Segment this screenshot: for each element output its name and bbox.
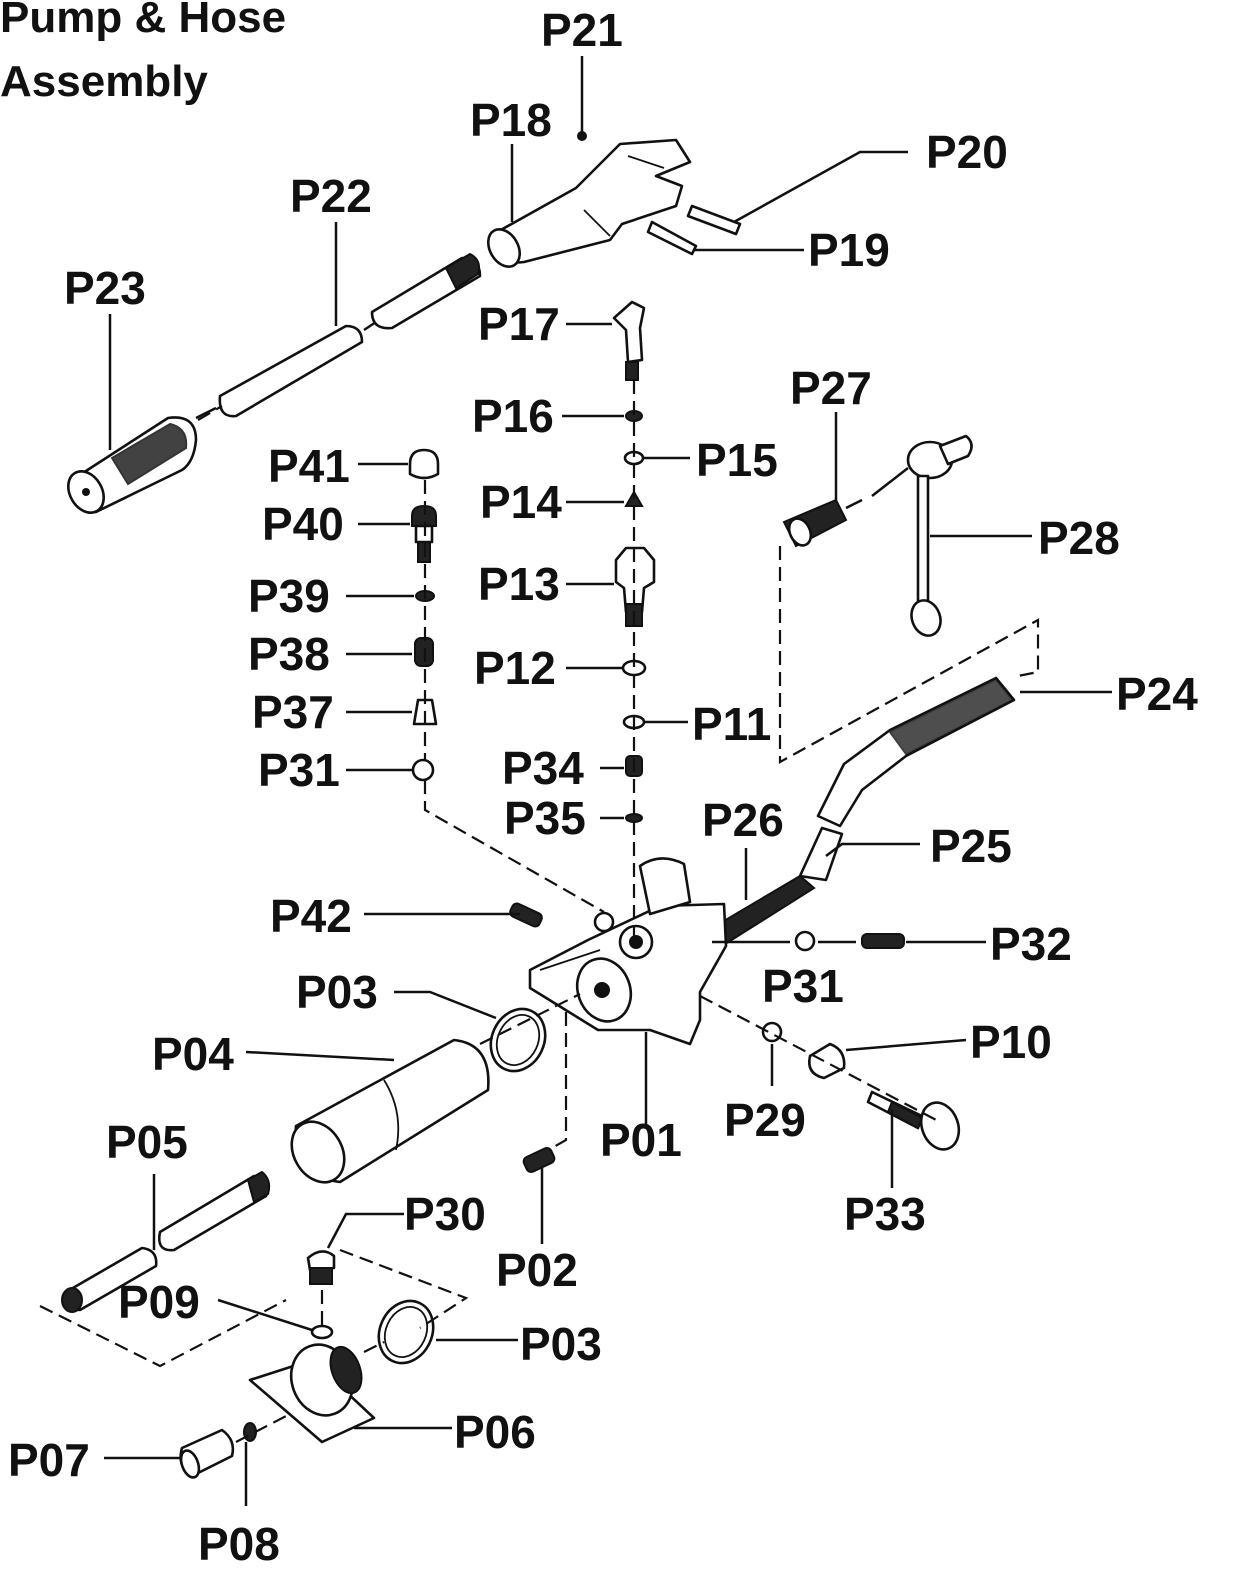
label-p06: P06: [454, 1406, 536, 1458]
label-p19: P19: [808, 224, 890, 276]
part-p17-valve-stem: [612, 300, 646, 381]
label-p09: P09: [118, 1276, 200, 1328]
title-line-1: Pump & Hose: [0, 0, 286, 42]
label-p41: P41: [268, 440, 350, 492]
label-p30: P30: [404, 1188, 486, 1240]
label-p12: P12: [474, 642, 556, 694]
part-p32-spring: [861, 933, 905, 949]
part-p30-plug: [306, 1250, 336, 1285]
label-p07: P07: [8, 1434, 90, 1486]
title-line-2: Assembly: [0, 57, 208, 106]
label-p01: P01: [600, 1114, 682, 1166]
label-p31-lower: P31: [762, 960, 844, 1012]
part-p10-bushing: [808, 1042, 846, 1080]
label-p20: P20: [926, 126, 1008, 178]
label-p15: P15: [696, 434, 778, 486]
label-p23: P23: [64, 262, 146, 314]
label-p37: P37: [252, 686, 334, 738]
part-p35-seal: [625, 813, 643, 823]
part-p02-spring: [522, 1147, 556, 1173]
part-p23-grip: [67, 416, 198, 514]
label-p25: P25: [930, 820, 1012, 872]
label-p38: P38: [248, 628, 330, 680]
label-p40: P40: [262, 498, 344, 550]
label-p11: P11: [692, 698, 771, 750]
label-p13: P13: [478, 558, 560, 610]
label-p08: P08: [198, 1518, 280, 1570]
label-p02: P02: [496, 1244, 578, 1296]
parts: [61, 131, 1016, 1479]
part-p03-oring-lower: [377, 1299, 435, 1365]
label-p27: P27: [790, 362, 872, 414]
label-p28: P28: [1038, 512, 1120, 564]
label-p26: P26: [702, 794, 784, 846]
label-p22: P22: [290, 170, 372, 222]
part-p31-ball-upper: [411, 758, 435, 782]
leader-lines: [104, 56, 1112, 1506]
part-p22-tube: [195, 252, 482, 420]
label-p18: P18: [470, 94, 552, 146]
part-p28-dipstick: [871, 434, 973, 637]
part-p08-seal: [243, 1422, 257, 1442]
label-p32: P32: [990, 918, 1072, 970]
part-p04-cylinder: [290, 1038, 490, 1184]
label-p34: P34: [502, 742, 584, 794]
assembly-lines: [39, 380, 1040, 1443]
part-labels: P21 P18 P20 P22 P19 P23 P17 P27 P16 P15 …: [8, 4, 1198, 1570]
diagram-title: Pump & Hose Assembly: [0, 0, 286, 106]
label-p21: P21: [541, 4, 623, 56]
label-p05: P05: [106, 1116, 188, 1168]
part-p33-bolt: [866, 1090, 961, 1151]
label-p17: P17: [478, 298, 560, 350]
label-p03-lower: P03: [520, 1318, 602, 1370]
part-p06-base: [248, 1343, 376, 1444]
label-p16: P16: [472, 390, 554, 442]
part-p18-socket: [486, 131, 692, 268]
label-p33: P33: [844, 1188, 926, 1240]
part-p41-cap: [408, 448, 440, 480]
label-p42: P42: [270, 890, 352, 942]
part-p09-seal: [310, 1324, 334, 1340]
label-p35: P35: [504, 792, 586, 844]
part-p27-connector: [782, 498, 863, 548]
label-p14: P14: [480, 476, 562, 528]
label-p03-upper: P03: [296, 966, 378, 1018]
part-p19-p20-pins: [646, 204, 742, 256]
label-p10: P10: [970, 1016, 1052, 1068]
part-p01-pump-body: [528, 857, 728, 1046]
part-p25-hose-end: [798, 826, 844, 882]
label-p04: P04: [152, 1028, 234, 1080]
part-p24-hose: [816, 676, 1016, 828]
part-p05-rod: [61, 1170, 271, 1313]
label-p29: P29: [724, 1094, 806, 1146]
part-p31-ball-lower: [794, 930, 816, 952]
label-p31-upper: P31: [258, 744, 340, 796]
part-p42-spring: [509, 902, 543, 928]
label-p39: P39: [248, 570, 330, 622]
label-p24: P24: [1116, 668, 1198, 720]
